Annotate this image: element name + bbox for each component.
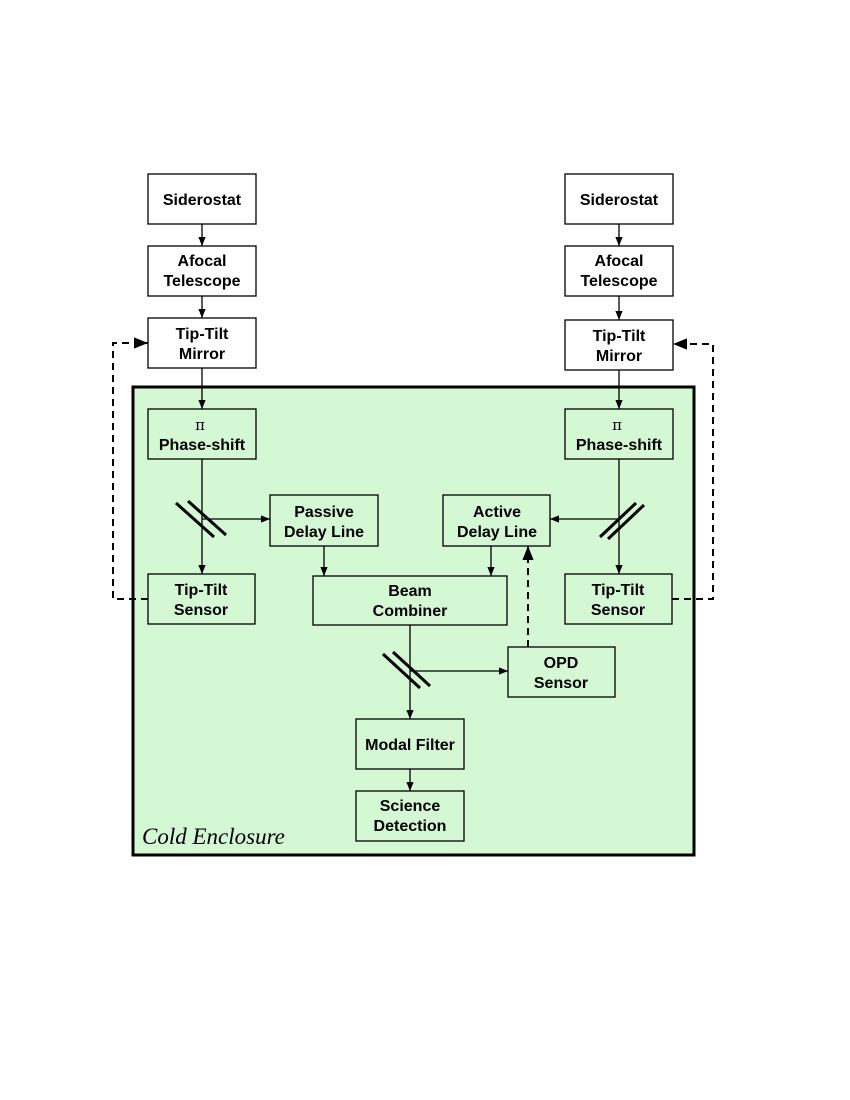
svg-text:Delay Line: Delay Line (284, 524, 364, 541)
right-phase-shift-box: π Phase-shift (564, 408, 674, 460)
right-beam-splitter (598, 501, 646, 541)
right-afocal-telescope-box: Afocal Telescope (564, 245, 674, 297)
left-phase-shift-box: π Phase-shift (147, 408, 257, 460)
svg-text:Combiner: Combiner (373, 603, 448, 620)
svg-text:Sensor: Sensor (174, 602, 228, 619)
svg-text:Afocal: Afocal (595, 253, 644, 270)
left-tip-tilt-sensor-box: Tip-Tilt Sensor (147, 573, 256, 625)
svg-text:Active: Active (473, 504, 521, 521)
svg-text:Modal Filter: Modal Filter (365, 737, 455, 754)
center-beam-splitter (381, 650, 432, 690)
beam-path-arrows (198, 224, 623, 791)
opd-sensor-box: OPD Sensor (507, 646, 616, 698)
modal-filter-box: Modal Filter (355, 718, 465, 770)
svg-text:π: π (195, 416, 205, 434)
passive-delay-line-box: Passive Delay Line (269, 494, 379, 547)
cold-enclosure-label: Cold Enclosure (142, 824, 285, 849)
svg-text:Tip-Tilt: Tip-Tilt (175, 582, 228, 599)
right-siderostat-box: Siderostat (564, 173, 674, 225)
svg-text:Telescope: Telescope (580, 273, 657, 290)
svg-text:Phase-shift: Phase-shift (159, 437, 246, 454)
svg-text:Afocal: Afocal (178, 253, 227, 270)
svg-text:OPD: OPD (544, 655, 579, 672)
active-delay-line-box: Active Delay Line (442, 494, 551, 547)
science-detection-box: Science Detection (355, 790, 465, 842)
svg-text:π: π (612, 416, 622, 434)
svg-text:Science: Science (380, 798, 441, 815)
right-tip-tilt-mirror-box: Tip-Tilt Mirror (564, 319, 674, 371)
svg-text:Phase-shift: Phase-shift (576, 437, 663, 454)
svg-text:Sensor: Sensor (591, 602, 645, 619)
right-tip-tilt-sensor-box: Tip-Tilt Sensor (564, 573, 673, 625)
svg-text:Tip-Tilt: Tip-Tilt (593, 328, 646, 345)
svg-text:Telescope: Telescope (163, 273, 240, 290)
left-tip-tilt-mirror-box: Tip-Tilt Mirror (147, 317, 257, 369)
svg-text:Siderostat: Siderostat (580, 192, 659, 209)
svg-text:Tip-Tilt: Tip-Tilt (592, 582, 645, 599)
svg-text:Sensor: Sensor (534, 675, 588, 692)
left-afocal-telescope-box: Afocal Telescope (147, 245, 257, 297)
svg-text:Beam: Beam (388, 583, 432, 600)
svg-text:Siderostat: Siderostat (163, 192, 242, 209)
feedback-loops (112, 337, 714, 647)
svg-text:Mirror: Mirror (596, 348, 642, 365)
svg-text:Mirror: Mirror (179, 346, 225, 363)
left-beam-splitter (174, 499, 228, 539)
svg-text:Tip-Tilt: Tip-Tilt (176, 326, 229, 343)
svg-text:Delay Line: Delay Line (457, 524, 537, 541)
beam-combiner-box: Beam Combiner (312, 575, 508, 626)
svg-text:Detection: Detection (374, 818, 447, 835)
svg-text:Passive: Passive (294, 504, 354, 521)
left-siderostat-box: Siderostat (147, 173, 257, 225)
